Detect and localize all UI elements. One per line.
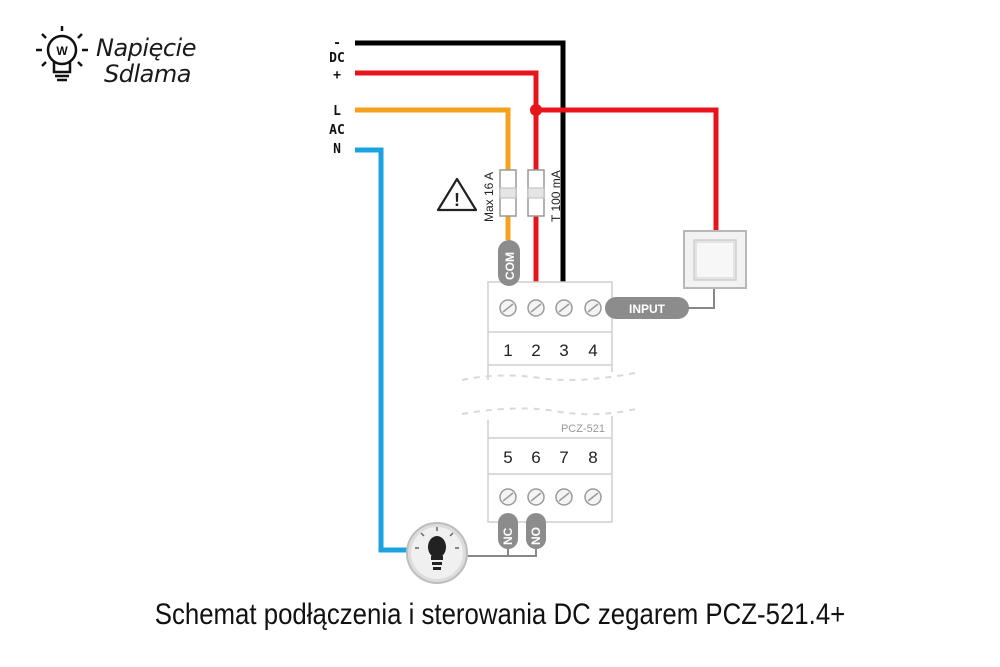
warning-icon: !	[436, 177, 478, 212]
dc-negative-wire	[355, 40, 566, 298]
logo-mark: W	[56, 44, 68, 58]
fuse-t-100ma	[527, 169, 545, 217]
nc-pill: NC	[498, 513, 518, 549]
ac-n-label: N	[333, 142, 341, 157]
nc-label: NC	[501, 527, 515, 545]
ac-label: AC	[329, 123, 345, 138]
logo-text-line2: Sdlama	[104, 60, 191, 88]
no-pill: NO	[526, 513, 546, 549]
push-button-icon	[683, 230, 747, 289]
screw-terminal-icon	[527, 488, 545, 506]
screw-terminal-icon	[527, 299, 545, 317]
fuse-t-label: T 100 mA	[549, 170, 563, 222]
diagram-caption: Schemat podłączenia i sterowania DC zega…	[154, 598, 846, 631]
warning-symbol: !	[454, 190, 460, 210]
terminal-number: 8	[588, 448, 597, 467]
fuse-max-16a	[499, 169, 517, 217]
ac-neutral-wire	[355, 147, 410, 553]
timer-device-bottom	[461, 407, 641, 523]
input-pill: INPUT	[605, 297, 689, 319]
com-label: COM	[503, 252, 517, 280]
screw-terminal-icon	[555, 299, 573, 317]
dc-minus-label: -	[333, 36, 341, 51]
screw-terminal-icon	[584, 488, 602, 506]
dc-positive-wire	[355, 70, 539, 298]
com-pill: COM	[498, 240, 520, 286]
input-label: INPUT	[629, 302, 666, 316]
terminal-number: 6	[531, 448, 540, 467]
terminal-number: 7	[559, 448, 568, 467]
logo-text-line1: Napięcie	[96, 34, 196, 62]
junction-dot	[530, 104, 542, 116]
device-model: PCZ-521	[561, 423, 605, 435]
terminal-number: 5	[503, 448, 512, 467]
no-label: NO	[529, 527, 543, 545]
dc-label: DC	[329, 51, 345, 66]
lamp-icon	[406, 522, 468, 584]
screw-terminal-icon	[584, 299, 602, 317]
screw-terminal-icon	[555, 488, 573, 506]
terminal-number: 4	[588, 341, 597, 360]
terminal-number: 2	[531, 341, 540, 360]
ac-l-label: L	[333, 104, 341, 119]
timer-device-top	[461, 281, 641, 381]
fuse-max-label: Max 16 A	[482, 172, 496, 222]
dc-plus-label: +	[333, 68, 341, 83]
terminal-number: 3	[559, 341, 568, 360]
bulb-logo-icon: W	[36, 26, 88, 82]
terminal-number: 1	[503, 341, 512, 360]
screw-terminal-icon	[499, 299, 517, 317]
screw-terminals	[499, 299, 602, 506]
dc-positive-branch-wire	[536, 107, 719, 233]
screw-terminal-icon	[499, 488, 517, 506]
